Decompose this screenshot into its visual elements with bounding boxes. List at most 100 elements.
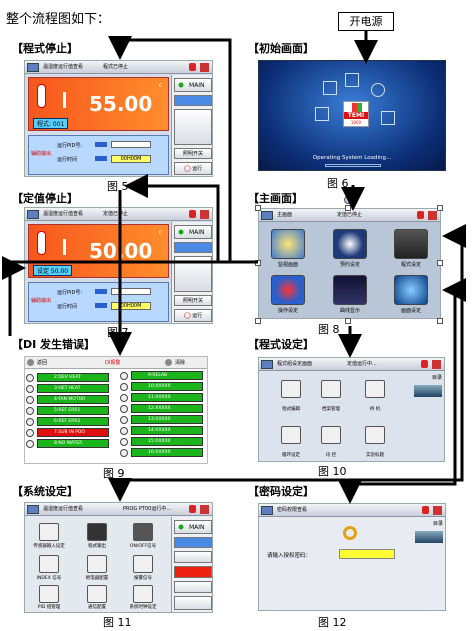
system-clock-icon[interactable] <box>133 585 153 603</box>
fig7-bar-title: 温湿度运行值查看 <box>43 211 84 217</box>
power-box-label: 开电源 <box>349 15 383 28</box>
fig11-caption: 图 11 <box>103 616 132 629</box>
lock-icon <box>189 210 196 218</box>
fig12-back-button[interactable]: 目录 <box>432 521 443 527</box>
comm-config-icon[interactable] <box>87 585 107 603</box>
arrow-up-icon <box>63 92 66 108</box>
di-list-item: 4:FAN MOTOR <box>26 395 109 404</box>
selection-handle <box>437 205 443 211</box>
selection-handle <box>345 318 351 324</box>
sensor-input-icon[interactable] <box>39 523 59 541</box>
fig11-blank-button-3[interactable] <box>174 596 212 610</box>
boot-icon-3 <box>371 83 385 97</box>
monitor-screen-button[interactable] <box>271 229 305 259</box>
reservation-setting-button[interactable] <box>333 229 367 259</box>
section-init-screen: 【初始画面】 <box>248 42 314 55</box>
alarm-bell-icon <box>26 396 34 404</box>
di-list-label: 4:FAN MOTOR <box>54 397 86 402</box>
curve-display-button[interactable] <box>333 275 367 305</box>
selection-handle <box>437 260 443 266</box>
fig7-info-side: 辅助输出 <box>31 298 52 304</box>
di-list-label: 2:DEV HEAT <box>54 375 81 380</box>
fig11-blank-button-2[interactable] <box>174 581 212 593</box>
fig7-main-button[interactable]: MAIN <box>174 225 212 239</box>
fig5-prev-button[interactable] <box>174 95 212 106</box>
close-icon <box>433 506 442 515</box>
connector-fig10-to-main <box>108 236 464 502</box>
fig9-back[interactable]: 返回 <box>37 360 48 366</box>
app-logo-icon <box>27 210 39 219</box>
fig9-clear[interactable]: 清除 <box>175 360 186 366</box>
di-list-item: 11:XXXXX <box>120 393 203 402</box>
fig12-prompt: 请输入授权密码： <box>267 553 312 559</box>
pid-group-icon[interactable] <box>39 585 59 603</box>
index-signal-icon[interactable] <box>39 555 59 573</box>
on-off-signal-icon[interactable] <box>133 523 153 541</box>
signal-control-icon[interactable] <box>321 426 341 444</box>
di-list-label: 13:XXXXX <box>148 417 171 422</box>
lock-icon <box>189 505 196 513</box>
fig8-item-5: 曲线显示 <box>339 308 360 314</box>
fig10-back-button[interactable]: 目录 <box>431 375 442 381</box>
fig5-run-label: 运行 <box>192 166 203 172</box>
temi-logo: TEMI 1000 <box>343 101 369 127</box>
di-list-item: 14:XXXXX <box>120 426 203 435</box>
lock-icon <box>417 211 424 219</box>
fig5-blank-button[interactable] <box>174 109 212 145</box>
main-grid-icon <box>177 228 185 236</box>
program-edit-icon[interactable] <box>281 380 301 398</box>
fig7-row2-value: 00H00M <box>111 302 151 310</box>
fig11-prev-button[interactable] <box>174 537 212 548</box>
operation-setting-button[interactable] <box>271 275 305 305</box>
fig11-blank-button-1[interactable] <box>174 551 212 563</box>
fig5-light-button[interactable]: 照明开关 <box>174 148 212 159</box>
close-icon <box>200 63 209 72</box>
program-setting-button[interactable] <box>394 229 428 259</box>
fig12-title-bar: 密码权限查看 <box>259 504 445 517</box>
test-title-icon[interactable] <box>365 426 385 444</box>
di-list-item: 5:REF ERR1 <box>26 406 109 415</box>
app-logo-icon <box>261 506 273 515</box>
relay-config-icon[interactable] <box>87 555 107 573</box>
alarm-bell-icon <box>26 385 34 393</box>
fig7-prev-button[interactable] <box>174 242 212 253</box>
alarm-bell-icon <box>26 418 34 426</box>
fig11-main-button[interactable]: MAIN <box>174 520 212 534</box>
alarm-bell-icon <box>120 438 128 446</box>
di-list-item: 7:SUB IN POO <box>26 428 109 437</box>
fig11-red-button[interactable] <box>174 566 212 578</box>
arrow-right-icon <box>95 303 107 308</box>
app-logo-icon <box>27 505 39 514</box>
alarm-bell-icon <box>120 394 128 402</box>
fig8-caption: 图 8 <box>318 323 340 336</box>
fig5-screenshot: 温湿度运行值查看 程式已停止 55.00 c 程式: 001 辅助输出 运行PI… <box>24 60 213 177</box>
power-box: 开电源 <box>338 12 394 31</box>
temi-logo-text: TEMI <box>344 112 368 119</box>
fig8-item-6: 画面设定 <box>400 308 421 314</box>
fig8-bar-status: 定值已停止 <box>337 212 363 218</box>
fig11-item-9: 系统时钟设定 <box>129 605 157 610</box>
fig5-main-button[interactable]: MAIN <box>174 78 212 92</box>
fig5-title-bar: 温湿度运行值查看 程式已停止 <box>25 61 212 74</box>
alarm-signal-icon[interactable] <box>133 555 153 573</box>
alarm-bell-icon <box>120 416 128 424</box>
di-list-label: 3:HET HEAT <box>54 386 81 391</box>
fig9-header-bar: 返回 DI报警 清除 <box>25 357 207 369</box>
loop-setting-icon[interactable] <box>281 426 301 444</box>
di-list-label: 7:SUB IN POO <box>54 430 85 435</box>
standby-icon[interactable] <box>365 380 385 398</box>
fig10-title-bar: 程式组设定画面 定值运行中... <box>259 358 444 371</box>
fig5-run-button[interactable]: ◯ 运行 <box>174 162 212 175</box>
fig7-run-button[interactable]: ◯ 运行 <box>174 309 212 322</box>
program-output-icon[interactable] <box>87 523 107 541</box>
stop-icon: ◯ <box>183 165 191 172</box>
temi-logo-sub: 1000 <box>350 120 362 125</box>
di-list-label: 8:NO WATER <box>54 441 83 446</box>
screen-setting-button[interactable] <box>394 275 428 305</box>
file-manage-icon[interactable] <box>321 380 341 398</box>
fig8-item-2: 预约设定 <box>339 262 360 268</box>
fig7-value-panel: 50.00 c 设定 50.00 <box>28 224 169 278</box>
fig7-light-button[interactable]: 照明开关 <box>174 295 212 306</box>
boot-icon-1 <box>323 81 337 95</box>
password-input[interactable] <box>339 549 395 559</box>
